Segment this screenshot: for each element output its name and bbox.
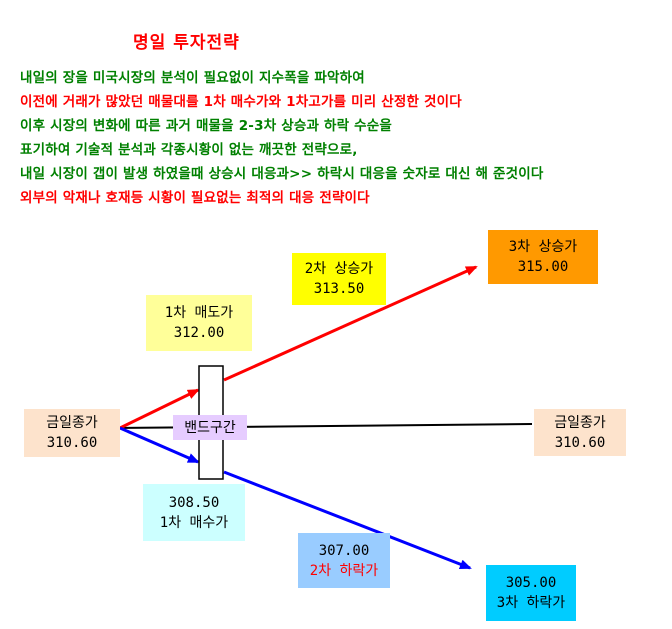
band-zone-label: 밴드구간 (173, 415, 247, 440)
up-arrow-1 (119, 388, 200, 430)
sell1-value: 312.00 (173, 325, 225, 341)
rise3-label: 3차 상승가 (508, 239, 578, 255)
close-price-label: 금일종가 (46, 415, 98, 431)
strategy-description: 내일의 장을 미국시장의 분석이 필요없이 지수폭을 파악하여 이전에 거래가 … (20, 66, 544, 210)
description-line: 이전에 거래가 많았던 매물대를 1차 매수가와 1차고가를 미리 산정한 것이… (20, 94, 462, 110)
description-line: 내일의 장을 미국시장의 분석이 필요없이 지수폭을 파악하여 (20, 70, 365, 86)
buy1-value: 308.50 (168, 494, 220, 511)
rise3-value: 315.00 (517, 259, 569, 275)
close-price-left-box: 금일종가 310.60 (24, 409, 120, 457)
sell1-label: 1차 매도가 (164, 305, 234, 321)
description-line: 이후 시장의 변화에 따른 과거 매물을 2-3차 상승과 하락 수순을 (20, 118, 392, 134)
up-arrow-2 (223, 265, 478, 382)
description-line: 내일 시장이 갭이 발생 하였을때 상승시 대응과>> 하락시 대응을 숫자로 … (20, 166, 544, 182)
buy1-label: 1차 매수가 (159, 514, 229, 531)
fall2-label: 2차 하락가 (309, 562, 379, 579)
fall3-box: 305.00 3차 하락가 (486, 565, 576, 621)
rise2-value: 313.50 (313, 281, 365, 297)
rise2-box: 2차 상승가 313.50 (292, 253, 386, 305)
fall3-label: 3차 하락가 (496, 595, 566, 611)
close-price-right-box: 금일종가 310.60 (534, 409, 626, 456)
rise3-box: 3차 상승가 315.00 (488, 230, 598, 284)
description-line: 표기하여 기술적 분석과 각종시황이 없는 깨끗한 전략으로, (20, 142, 358, 158)
rise2-label: 2차 상승가 (304, 261, 374, 277)
buy1-box: 308.50 1차 매수가 (143, 484, 245, 541)
down-arrow-2 (223, 470, 472, 570)
fall2-box: 307.00 2차 하락가 (298, 533, 390, 588)
page-title: 명일 투자전략 (133, 33, 240, 53)
close-price-value: 310.60 (554, 434, 606, 451)
sell1-box: 1차 매도가 312.00 (146, 295, 252, 351)
fall2-value: 307.00 (318, 542, 370, 559)
close-price-label: 금일종가 (554, 414, 606, 431)
band-label: 밴드구간 (184, 419, 236, 436)
down-arrow-1 (119, 426, 200, 464)
fall3-value: 305.00 (505, 575, 557, 591)
description-line: 외부의 악재나 호재등 시황이 필요없는 최적의 대응 전략이다 (20, 190, 370, 206)
close-price-value: 310.60 (46, 435, 98, 451)
